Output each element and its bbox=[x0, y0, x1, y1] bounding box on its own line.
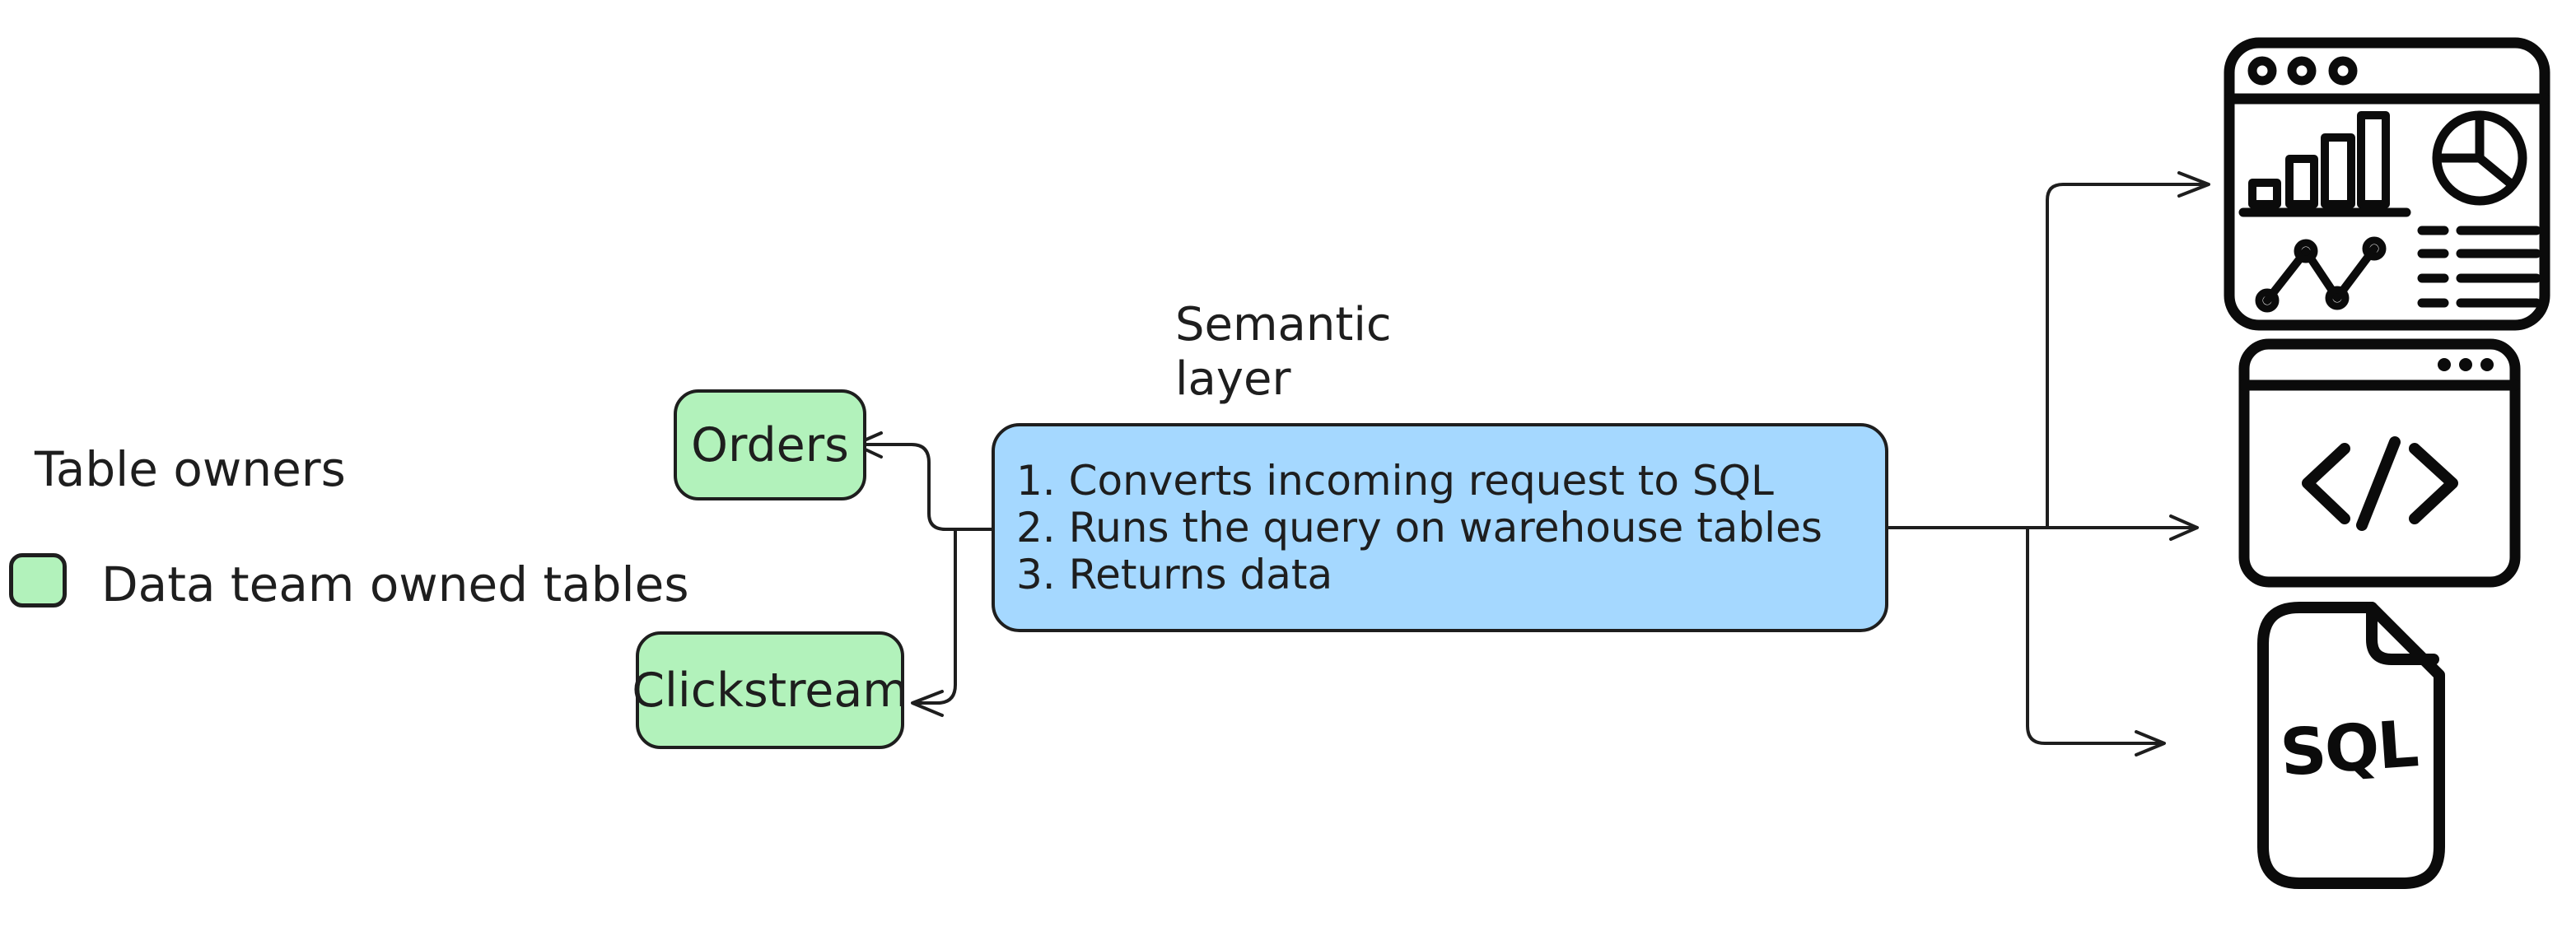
window-buttons-icon bbox=[2247, 56, 2358, 86]
semantic-layer-title: Semantic layer bbox=[1175, 298, 1392, 407]
arrow-to-orders bbox=[858, 443, 993, 531]
window-dots-icon bbox=[2438, 358, 2494, 371]
legend-item-label: Data team owned tables bbox=[101, 556, 689, 612]
arrowhead-clickstream bbox=[911, 690, 944, 717]
legend-title: Table owners bbox=[35, 441, 346, 497]
sql-file-label: SQL bbox=[2278, 707, 2420, 790]
arrow-to-clickstream bbox=[916, 528, 993, 705]
arrowhead-dashboard bbox=[2177, 171, 2210, 198]
orders-label: Orders bbox=[691, 417, 849, 472]
dashboard-icon bbox=[2224, 37, 2550, 331]
arrowhead-sql-file bbox=[2135, 730, 2166, 756]
folded-corner-icon bbox=[2366, 602, 2439, 665]
arrow-to-sql-file bbox=[2026, 526, 2161, 745]
semantic-layer-node: 1. Converts incoming request to SQL 2. R… bbox=[992, 423, 1888, 632]
green-swatch-icon bbox=[9, 553, 67, 607]
sql-file-icon: SQL bbox=[2257, 602, 2445, 889]
arrowhead-code-browser bbox=[2169, 514, 2199, 541]
code-browser-icon bbox=[2238, 338, 2521, 588]
code-brackets-icon bbox=[2302, 436, 2458, 531]
clickstream-label: Clickstream bbox=[632, 663, 908, 718]
bar-chart-icon bbox=[2238, 111, 2411, 217]
arrow-to-dashboard bbox=[2046, 183, 2205, 529]
semantic-layer-title-line1: Semantic bbox=[1175, 298, 1392, 351]
line-chart-icon bbox=[2255, 236, 2387, 313]
table-node-clickstream: Clickstream bbox=[632, 631, 908, 749]
table-node-orders: Orders bbox=[674, 389, 866, 500]
semantic-step-1: 1. Converts incoming request to SQL bbox=[1016, 456, 1774, 505]
semantic-step-3: 3. Returns data bbox=[1016, 550, 1333, 598]
semantic-step-2: 2. Runs the query on warehouse tables bbox=[1016, 503, 1822, 552]
semantic-layer-title-line2: layer bbox=[1175, 352, 1291, 406]
text-lines-icon bbox=[2417, 226, 2541, 308]
pie-chart-icon bbox=[2432, 110, 2527, 206]
